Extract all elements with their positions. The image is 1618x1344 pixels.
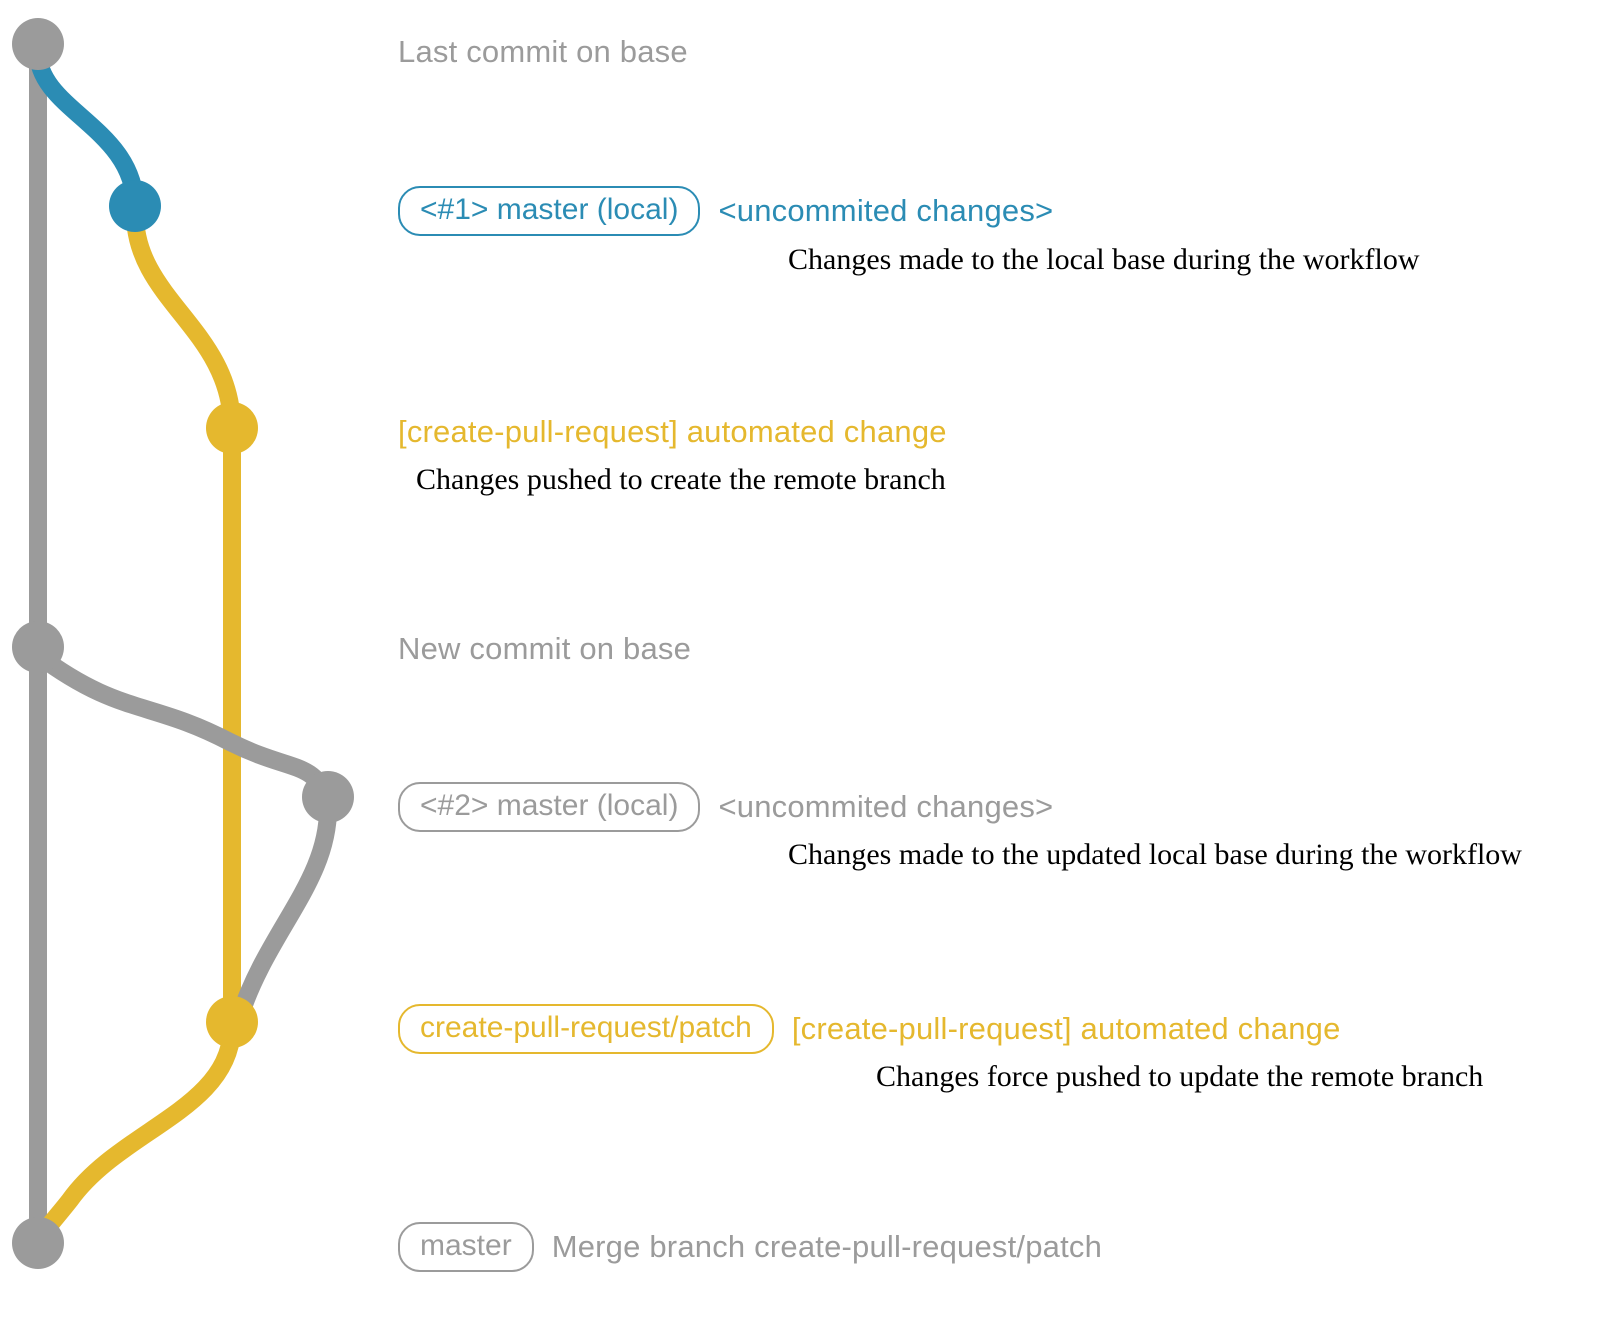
commit-message-local-1: <uncommited changes> <box>718 193 1054 228</box>
commit-message-last-commit-on-base: Last commit on base <box>398 34 688 69</box>
commit-node-local-1 <box>109 180 161 232</box>
edge-local1-to-patch1 <box>126 205 241 437</box>
commit-node-master-merge <box>12 1217 64 1269</box>
commit-message-patch-2: [create-pull-request] automated change <box>791 1011 1341 1046</box>
commit-node-patch-1 <box>206 402 258 454</box>
row-local-2: <#2> master (local) <uncommited changes> <box>398 782 1053 832</box>
row-local-1: <#1> master (local) <uncommited changes> <box>398 186 1053 236</box>
description-local-2: Changes made to the updated local base d… <box>788 838 1522 871</box>
commit-node-patch-2 <box>206 996 258 1048</box>
commit-nodes <box>12 18 354 1269</box>
commit-message-master-merge: Merge branch create-pull-request/patch <box>551 1229 1103 1264</box>
commit-message-patch-1: [create-pull-request] automated change <box>398 414 947 449</box>
commit-message-local-2: <uncommited changes> <box>718 789 1054 824</box>
description-patch-1: Changes pushed to create the remote bran… <box>416 463 946 496</box>
commit-message-new-commit-on-base: New commit on base <box>398 631 692 666</box>
commit-graph <box>12 18 354 1269</box>
branch-badge-master-local-1[interactable]: <#1> master (local) <box>398 186 701 236</box>
edge-local2-to-patch2 <box>231 796 338 1025</box>
row-patch-2: create-pull-request/patch [create-pull-r… <box>398 1004 1341 1054</box>
commit-node-local-2 <box>302 771 354 823</box>
row-last-commit-on-base: Last commit on base <box>398 34 688 70</box>
edge-patch2-to-master <box>29 1021 241 1252</box>
commit-node-base-top <box>12 18 64 70</box>
edge-base-to-local1 <box>29 43 144 215</box>
branch-badge-create-pull-request-patch[interactable]: create-pull-request/patch <box>398 1004 774 1054</box>
edge-basenew-to-local2 <box>29 646 337 806</box>
branch-badge-master[interactable]: master <box>398 1222 534 1272</box>
commit-node-base-new <box>12 621 64 673</box>
row-master-merge: master Merge branch create-pull-request/… <box>398 1222 1102 1272</box>
description-local-1: Changes made to the local base during th… <box>788 243 1420 276</box>
row-new-commit-on-base: New commit on base <box>398 631 691 667</box>
row-patch-1: [create-pull-request] automated change <box>398 414 947 450</box>
description-patch-2: Changes force pushed to update the remot… <box>876 1060 1484 1093</box>
branch-badge-master-local-2[interactable]: <#2> master (local) <box>398 782 701 832</box>
